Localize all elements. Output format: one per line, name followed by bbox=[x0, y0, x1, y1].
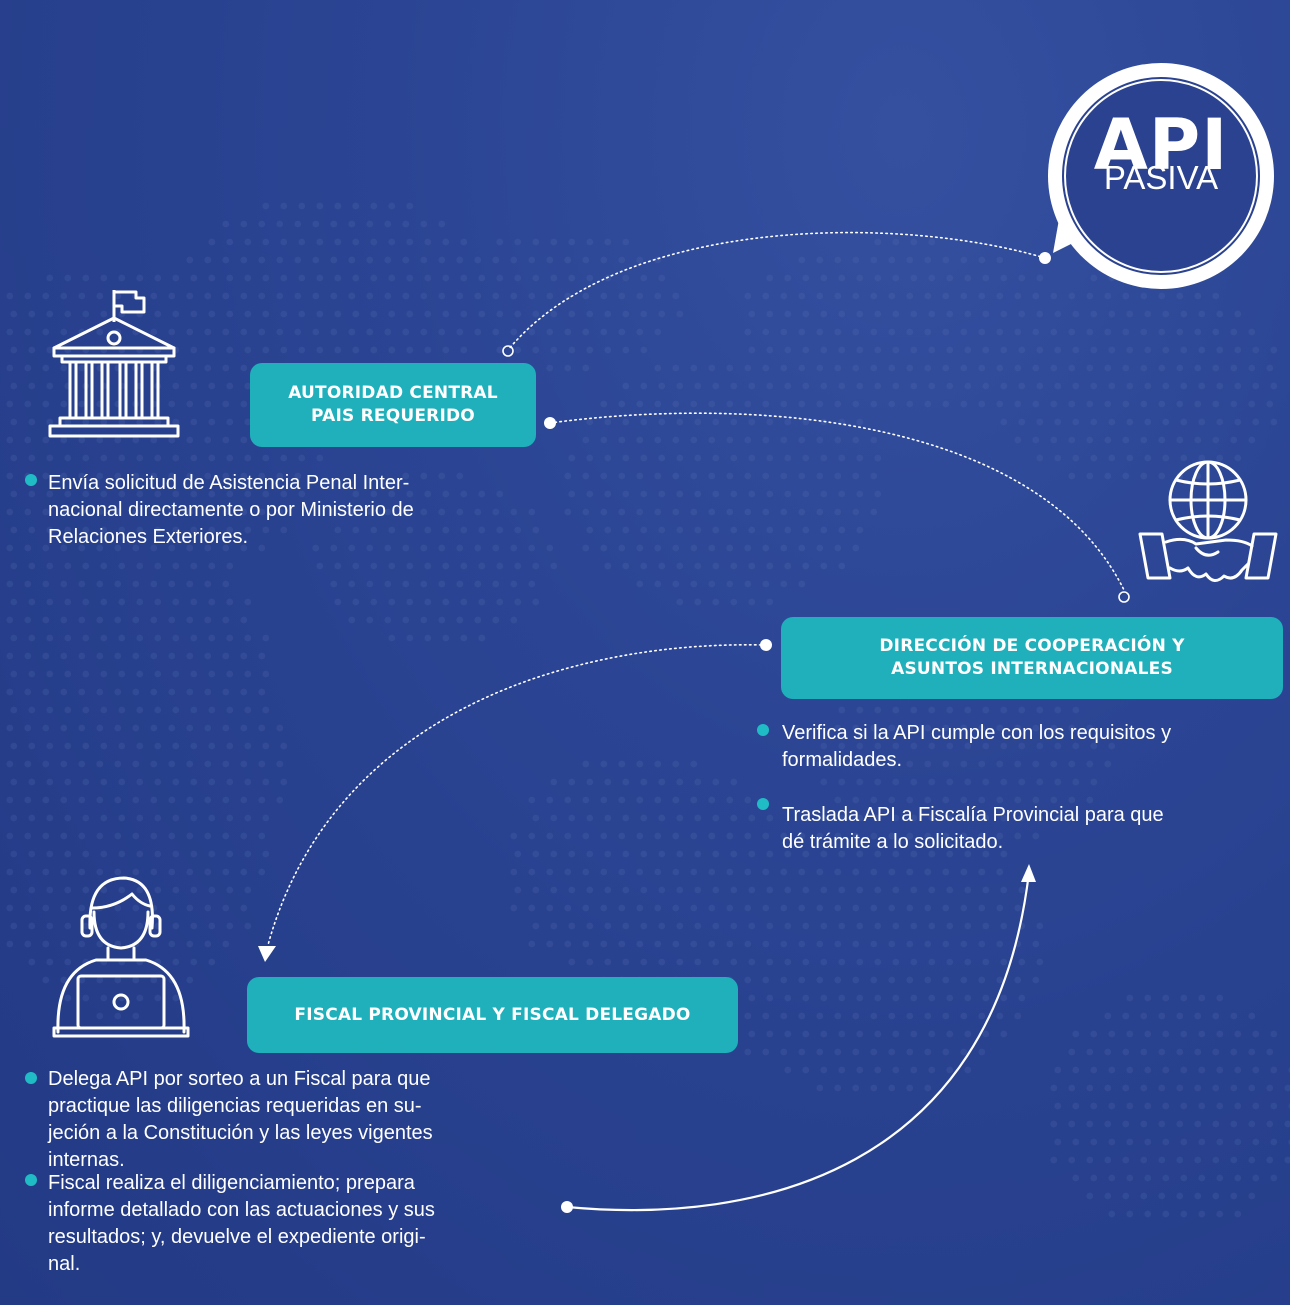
step-title-autoridad-central: AUTORIDAD CENTRAL PAIS REQUERIDO bbox=[250, 363, 536, 447]
bullet-text-delega: Delega API por sorteo a un Fiscal para q… bbox=[48, 1068, 433, 1171]
connector-direction-to-fiscal bbox=[267, 643, 767, 946]
connector-dot bbox=[561, 1201, 573, 1213]
bullet-dot bbox=[757, 724, 769, 736]
connector-dot bbox=[1039, 252, 1051, 264]
step-title-line: PAIS REQUERIDO bbox=[311, 406, 475, 426]
connector-fiscal-to-direction bbox=[566, 879, 1030, 1212]
badge-subtitle: PASIVA bbox=[1103, 159, 1219, 196]
step-title-fiscal-provincial: FISCAL PROVINCIAL Y FISCAL DELEGADO bbox=[247, 977, 738, 1053]
connector-ring bbox=[502, 345, 514, 357]
step-title-direccion-cooperacion: DIRECCIÓN DE COOPERACIÓN Y ASUNTOS INTER… bbox=[781, 617, 1283, 699]
bullet-text-verifica: Verifica si la API cumple con los requis… bbox=[782, 722, 1172, 771]
step-title-line: DIRECCIÓN DE COOPERACIÓN Y bbox=[879, 636, 1185, 656]
bullet-dot bbox=[25, 1174, 37, 1186]
bullet-dot bbox=[25, 1072, 37, 1084]
step-title-line: AUTORIDAD CENTRAL bbox=[288, 383, 498, 403]
step-title-line: ASUNTOS INTERNACIONALES bbox=[891, 659, 1173, 679]
bullet-text-autoridad: Envía solicitud de Asistencia Penal Inte… bbox=[48, 472, 414, 548]
connector-authority-to-direction bbox=[549, 412, 1125, 591]
connector-badge-to-authority bbox=[507, 231, 1046, 351]
step-title-line: FISCAL PROVINCIAL Y FISCAL DELEGADO bbox=[294, 1004, 691, 1025]
bullet-dot bbox=[25, 474, 37, 486]
globe-handshake-icon bbox=[1138, 460, 1278, 582]
bullet-text-traslada: Traslada API a Fiscalía Provincial para … bbox=[782, 804, 1164, 853]
connector-arrowhead bbox=[1021, 864, 1036, 882]
government-building-icon bbox=[48, 290, 180, 438]
connector-dot bbox=[544, 417, 556, 429]
connector-ring bbox=[1118, 591, 1130, 603]
bullet-dot bbox=[757, 798, 769, 810]
person-laptop-icon bbox=[52, 876, 190, 1038]
bullet-text-fiscal-realiza: Fiscal realiza el diligenciamiento; prep… bbox=[48, 1172, 435, 1275]
api-speech-bubble bbox=[1048, 63, 1274, 289]
connector-arrowhead bbox=[258, 946, 276, 962]
connector-dot bbox=[760, 639, 772, 651]
badge-title: API bbox=[1093, 104, 1229, 186]
